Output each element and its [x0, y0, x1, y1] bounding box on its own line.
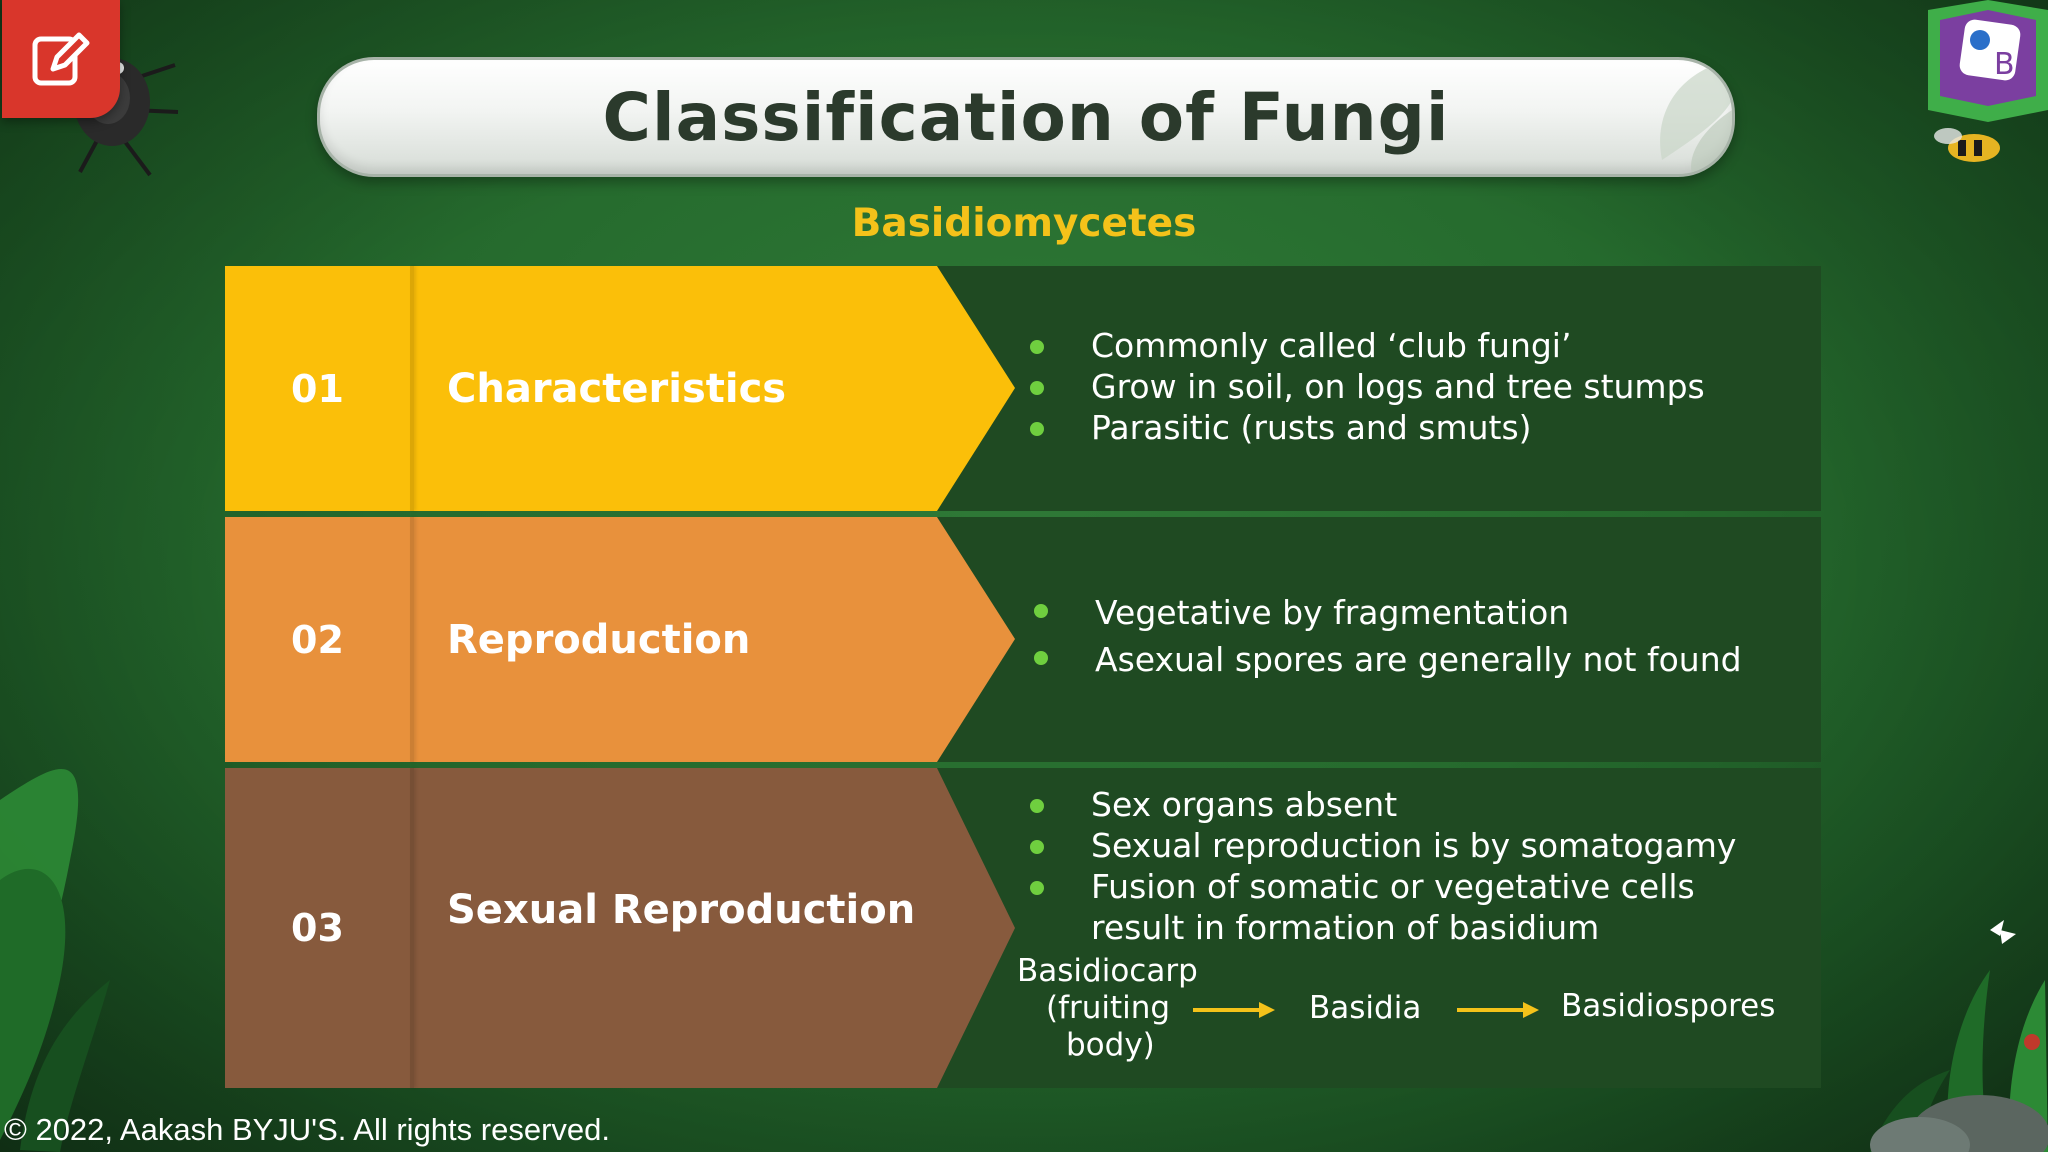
- row-label: Characteristics: [447, 365, 787, 412]
- row-number: 03: [291, 906, 344, 950]
- row-divider: [410, 517, 414, 762]
- edit-pencil-icon: [32, 32, 90, 86]
- flow-step-basidiocarp-line2: (fruiting: [1046, 990, 1171, 1026]
- byjus-logo-icon: B: [1928, 0, 2048, 162]
- list-item: Parasitic (rusts and smuts): [1025, 407, 1705, 448]
- row-label: Reproduction: [447, 616, 751, 663]
- list-item: Sex organs absent: [1025, 784, 1736, 825]
- flow-arrow-icon: [1457, 1002, 1539, 1018]
- banner-leaf-decoration: [1660, 60, 1732, 174]
- row-arrow-shape: [225, 266, 1015, 511]
- flow-step-basidia: Basidia: [1309, 990, 1422, 1026]
- row-characteristics: 01 Characteristics Commonly called ‘club…: [225, 266, 1821, 511]
- bullet-list: Sex organs absent Sexual reproduction is…: [1025, 784, 1736, 948]
- row-arrow-shape: [225, 768, 1015, 1088]
- row-number: 01: [291, 366, 344, 411]
- svg-text:B: B: [1994, 47, 2015, 82]
- row-reproduction: 02 Reproduction Vegetative by fragmentat…: [225, 517, 1821, 762]
- list-item: Sexual reproduction is by somatogamy: [1025, 825, 1736, 866]
- copyright-footer: © 2022, Aakash BYJU'S. All rights reserv…: [4, 1112, 610, 1147]
- row-sexual-reproduction: 03 Sexual Reproduction Sex organs absent…: [225, 768, 1821, 1088]
- title-banner: Classification of Fungi: [317, 57, 1735, 177]
- row-divider: [410, 768, 414, 1088]
- flow-step-basidiocarp-line1: Basidiocarp: [1017, 953, 1198, 989]
- list-item: Grow in soil, on logs and tree stumps: [1025, 366, 1705, 407]
- list-item: Commonly called ‘club fungi’: [1025, 325, 1705, 366]
- list-item: Asexual spores are generally not found: [1029, 636, 1742, 683]
- row-number: 02: [291, 617, 344, 662]
- row-arrow-shape: [225, 517, 1015, 762]
- subtitle: Basidiomycetes: [851, 201, 1197, 246]
- flow-arrow-icon: [1193, 1002, 1275, 1018]
- bullet-list: Vegetative by fragmentation Asexual spor…: [1029, 589, 1742, 683]
- list-item-continuation: result in formation of basidium: [1025, 907, 1736, 948]
- list-item: Fusion of somatic or vegetative cells: [1025, 866, 1736, 907]
- process-flow: Basidiocarp (fruiting body) Basidia Basi…: [1015, 953, 1815, 1083]
- flow-step-basidiocarp-line3: body): [1066, 1027, 1155, 1063]
- page-title: Classification of Fungi: [602, 78, 1450, 156]
- left-plant-decoration: [0, 769, 110, 1152]
- bullet-list: Commonly called ‘club fungi’ Grow in soi…: [1025, 325, 1705, 448]
- edit-button[interactable]: [2, 0, 120, 118]
- logo-corner: B: [1928, 0, 2048, 190]
- row-divider: [410, 266, 414, 511]
- list-item: Vegetative by fragmentation: [1029, 589, 1742, 636]
- edit-corner: [0, 0, 200, 190]
- right-plant-decoration: [1870, 920, 2048, 1152]
- flow-step-basidiospores: Basidiospores: [1561, 988, 1776, 1024]
- row-label: Sexual Reproduction: [447, 887, 916, 933]
- continuation-text: result in formation of basidium: [1091, 908, 1600, 947]
